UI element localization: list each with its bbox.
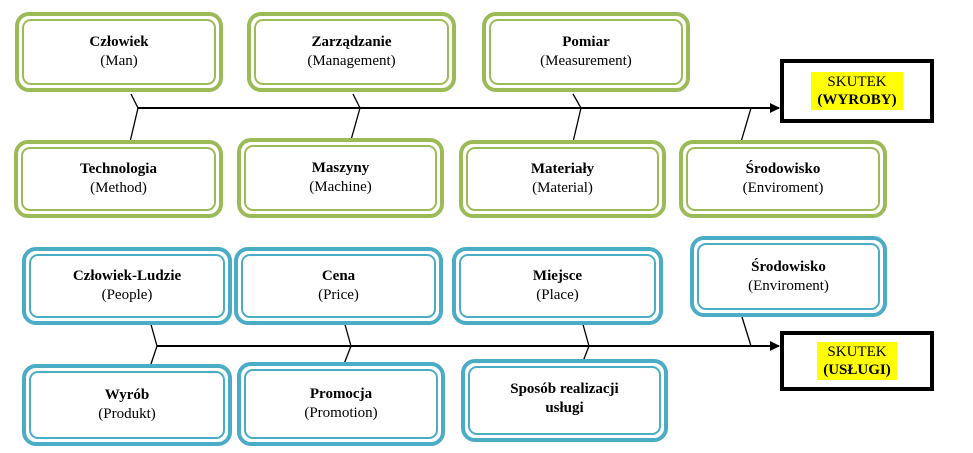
cause-subtitle: (Price): [318, 287, 359, 303]
cause-title: Materiały: [530, 161, 595, 177]
cause-box-place: Miejsce (Place): [452, 247, 663, 325]
service-bone-price: [343, 320, 352, 347]
effect-highlight: SKUTEK (WYROBY): [811, 72, 903, 110]
service-bone-product: [150, 345, 158, 365]
cause-subtitle: (Promotion): [304, 405, 378, 421]
cause-subtitle: (Method): [90, 180, 147, 196]
cause-subtitle: (Measurement): [540, 53, 632, 69]
effect-box-products: SKUTEK (WYROBY): [780, 59, 934, 123]
service-bone-people: [149, 320, 158, 347]
cause-title: Pomiar: [562, 34, 610, 50]
service-bone-promotion: [343, 345, 352, 365]
service-bone-place: [581, 320, 590, 347]
cause-title: Miejsce: [532, 268, 583, 284]
cause-box-service-environment: Środowisko (Enviroment): [690, 236, 887, 317]
cause-title: Zarządzanie: [311, 34, 392, 50]
cause-title: Sposób realizacji: [510, 381, 619, 397]
cause-box-price: Cena (Price): [234, 247, 443, 325]
cause-subtitle: (Man): [100, 53, 138, 69]
product-bone-environment: [740, 107, 752, 143]
cause-title: Maszyny: [311, 160, 370, 176]
cause-subtitle: (People): [101, 287, 153, 303]
cause-box-man: Człowiek (Man): [15, 12, 223, 92]
product-bone-man: [130, 93, 139, 109]
effect-category: (WYROBY): [817, 92, 897, 108]
product-bone-measurement: [572, 93, 582, 109]
cause-title: Człowiek-Ludzie: [72, 268, 182, 284]
cause-title: Człowiek: [89, 34, 149, 50]
cause-subtitle: (Place): [536, 287, 579, 303]
cause-subtitle: (Enviroment): [748, 277, 829, 294]
cause-subtitle: (Machine): [309, 179, 372, 195]
cause-title: Promocja: [309, 386, 373, 402]
cause-subtitle: (Material): [532, 180, 593, 196]
cause-subtitle: usługi: [545, 400, 584, 416]
cause-box-environment: Środowisko (Enviroment): [679, 140, 887, 218]
product-bone-material: [572, 107, 582, 143]
cause-box-promotion: Promocja (Promotion): [237, 362, 445, 446]
cause-subtitle: (Enviroment): [742, 180, 824, 196]
cause-box-machine: Maszyny (Machine): [237, 138, 444, 218]
cause-subtitle: (Produkt): [98, 406, 156, 422]
service-bone-environment: [741, 316, 752, 347]
product-bone-machine: [350, 107, 361, 141]
cause-title: Środowisko: [745, 161, 821, 177]
cause-title: Cena: [321, 268, 356, 284]
effect-category: (USŁUGI): [823, 362, 891, 378]
cause-title: Środowisko: [751, 258, 826, 275]
effect-box-services: SKUTEK (USŁUGI): [780, 331, 934, 391]
cause-box-management: Zarządzanie (Management): [247, 12, 456, 92]
cause-box-product: Wyrób (Produkt): [22, 364, 232, 446]
cause-box-people: Człowiek-Ludzie (People): [22, 247, 232, 325]
cause-box-material: Materiały (Material): [459, 140, 666, 218]
effect-label: SKUTEK: [827, 74, 887, 90]
cause-box-realization: Sposób realizacji usługi: [461, 359, 668, 442]
cause-title: Technologia: [80, 161, 157, 177]
product-bone-management: [352, 93, 361, 109]
cause-box-measurement: Pomiar (Measurement): [482, 12, 690, 92]
cause-subtitle: (Management): [307, 53, 396, 69]
cause-box-method: Technologia (Method): [14, 140, 223, 218]
effect-label: SKUTEK: [827, 344, 887, 360]
cause-title: Wyrób: [104, 387, 150, 403]
effect-highlight: SKUTEK (USŁUGI): [817, 342, 897, 380]
product-bone-method: [129, 107, 139, 143]
